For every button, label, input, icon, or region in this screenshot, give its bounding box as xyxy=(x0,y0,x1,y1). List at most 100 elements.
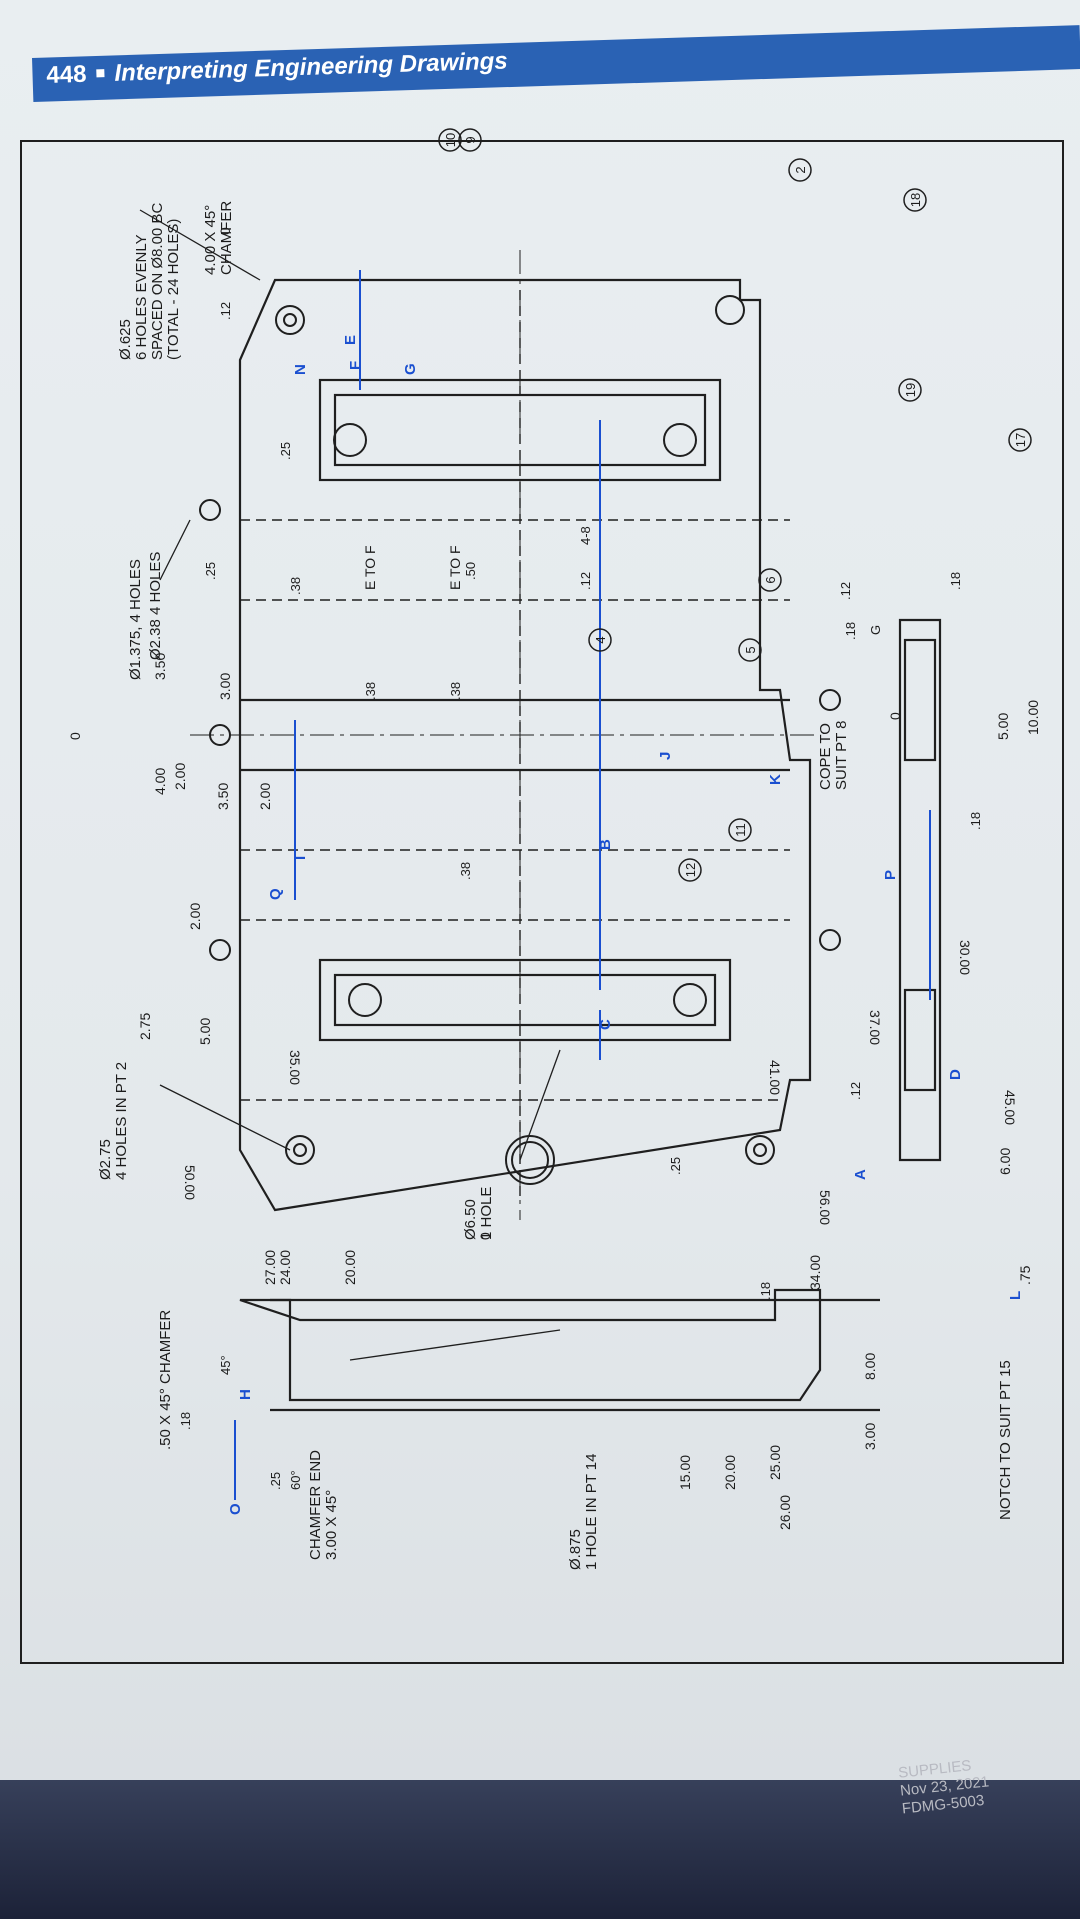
part-balloon-label: 17 xyxy=(1013,433,1028,447)
weld-size: .12 xyxy=(838,582,853,600)
note-e-to-f: E TO F xyxy=(447,545,463,590)
note-hole-650: 1 HOLE xyxy=(478,1187,495,1240)
dimension-value: 8.00 xyxy=(862,1353,878,1380)
hole-circle xyxy=(745,1135,775,1165)
weld-pitch: 4-8 xyxy=(578,526,593,545)
note-chamfer-top: 4.00 X 45° xyxy=(202,205,219,275)
dim-letter-g: G xyxy=(402,363,419,375)
part-balloon-label: 9 xyxy=(463,136,478,143)
dimension-value: 20.00 xyxy=(722,1455,738,1490)
part-balloon-label: 10 xyxy=(443,133,458,147)
dimension-value: 10.00 xyxy=(1025,700,1041,735)
weld-size: .25 xyxy=(278,442,293,460)
note-chamfer-end: 3.00 X 45° xyxy=(323,1490,340,1560)
part-balloon-18 xyxy=(903,188,927,212)
dimension-value: 3.50 xyxy=(215,783,231,810)
dimension-value: 6.00 xyxy=(997,1148,1013,1175)
part-balloon-label: 5 xyxy=(743,646,758,653)
drawing-frame xyxy=(20,140,1064,1664)
tab-hole-circle xyxy=(819,689,841,711)
weld-size: .18 xyxy=(948,572,963,590)
dimension-value: 3.50 xyxy=(152,653,168,680)
note-chamfer-end: CHAMFER END xyxy=(307,1450,324,1560)
dimension-value: 3.00 xyxy=(217,673,233,700)
dim-letter-h: H xyxy=(237,1389,254,1400)
note-holes-275: Ø2.75 xyxy=(97,1139,114,1180)
slot-channel-lower xyxy=(318,958,732,1042)
note-holes-evenly: SPACED ON Ø8.00 BC xyxy=(149,203,166,360)
note-holes-evenly: (TOTAL - 24 HOLES) xyxy=(165,219,182,360)
weld-size: .38 xyxy=(458,862,473,880)
part-balloon-label: 2 xyxy=(793,166,808,173)
tab-hole-circle xyxy=(819,929,841,951)
weld-size: .18 xyxy=(758,1282,773,1300)
part-balloon-17 xyxy=(1008,428,1032,452)
dim-letter-b: B xyxy=(597,839,614,850)
part-balloon-6 xyxy=(758,568,782,592)
dimension-value: 34.00 xyxy=(807,1255,823,1290)
dimension-value: 2.00 xyxy=(257,783,273,810)
part-balloon-11 xyxy=(728,818,752,842)
datum-zero: 0 xyxy=(67,732,83,740)
dim-letter-n: N xyxy=(292,364,309,375)
dim-letter-j: J xyxy=(657,752,674,760)
hole-circle xyxy=(283,313,297,327)
part-balloon-label: 18 xyxy=(908,193,923,207)
part-balloon-label: 6 xyxy=(763,576,778,583)
slot-hole-circle xyxy=(333,423,367,457)
leader-line xyxy=(519,1049,561,1161)
dim-letter-k: K xyxy=(767,774,784,785)
note-cope: COPE TO xyxy=(817,723,834,790)
weld-size: .25 xyxy=(668,1157,683,1175)
note-e-to-f: E TO F xyxy=(362,545,378,590)
weld-size: .12 xyxy=(578,572,593,590)
dim-letter-o: O xyxy=(227,1503,244,1515)
note-hole-875: 1 HOLE IN PT 14 xyxy=(583,1454,600,1570)
side-view-plate xyxy=(239,1288,822,1402)
dimension-value: 35.00 xyxy=(287,1050,303,1085)
leader-line xyxy=(139,209,261,281)
slot-hole-circle xyxy=(348,983,382,1017)
note-hole-875: Ø.875 xyxy=(567,1529,584,1570)
weld-size: .18 xyxy=(178,1412,193,1430)
part-balloon-label: 12 xyxy=(683,863,698,877)
hole-circle xyxy=(715,295,745,325)
note-chamfer-top: CHAMFER xyxy=(218,201,235,275)
tab-hole-circle xyxy=(209,939,231,961)
note-hole-650: Ø6.50 xyxy=(462,1199,479,1240)
dim-letter-q: Q xyxy=(267,888,284,900)
hole-circle xyxy=(275,305,305,335)
part-balloon-19 xyxy=(898,378,922,402)
part-balloon-4 xyxy=(588,628,612,652)
dimension-value: 5.00 xyxy=(995,713,1011,740)
dimension-value: 24.00 xyxy=(277,1250,293,1285)
dim-letter-p: P xyxy=(882,870,899,880)
hole-circle xyxy=(285,1135,315,1165)
part-balloon-10 xyxy=(438,128,462,152)
dimension-value: 5.00 xyxy=(197,1018,213,1045)
weld-size: .18 xyxy=(968,812,983,830)
slot-hole-circle xyxy=(663,423,697,457)
tab-hole-circle xyxy=(199,499,221,521)
dimension-value: 26.00 xyxy=(777,1495,793,1530)
hole-circle xyxy=(293,1143,307,1157)
large-hole-circle xyxy=(511,1141,549,1179)
large-hole-circle xyxy=(505,1135,555,1185)
weld-size: .38 xyxy=(363,682,378,700)
dimension-value: .75 xyxy=(1017,1265,1033,1285)
part-balloon-label: 11 xyxy=(733,823,748,837)
dim-letter-i: I xyxy=(292,856,309,860)
desk-shadow xyxy=(0,1780,1080,1919)
weld-size: .12 xyxy=(848,1082,863,1100)
dimension-value: 2.00 xyxy=(172,763,188,790)
note-holes-evenly: Ø.625 xyxy=(117,319,134,360)
dimension-value: 30.00 xyxy=(957,940,973,975)
part-balloon-label: 19 xyxy=(903,383,918,397)
dimension-value: 20.00 xyxy=(342,1250,358,1285)
dimension-value: 2.00 xyxy=(187,903,203,930)
dimension-value: 15.00 xyxy=(677,1455,693,1490)
weld-size: .18 xyxy=(843,622,858,640)
angle-label: 60° xyxy=(288,1470,303,1490)
dimension-value: 27.00 xyxy=(262,1250,278,1285)
